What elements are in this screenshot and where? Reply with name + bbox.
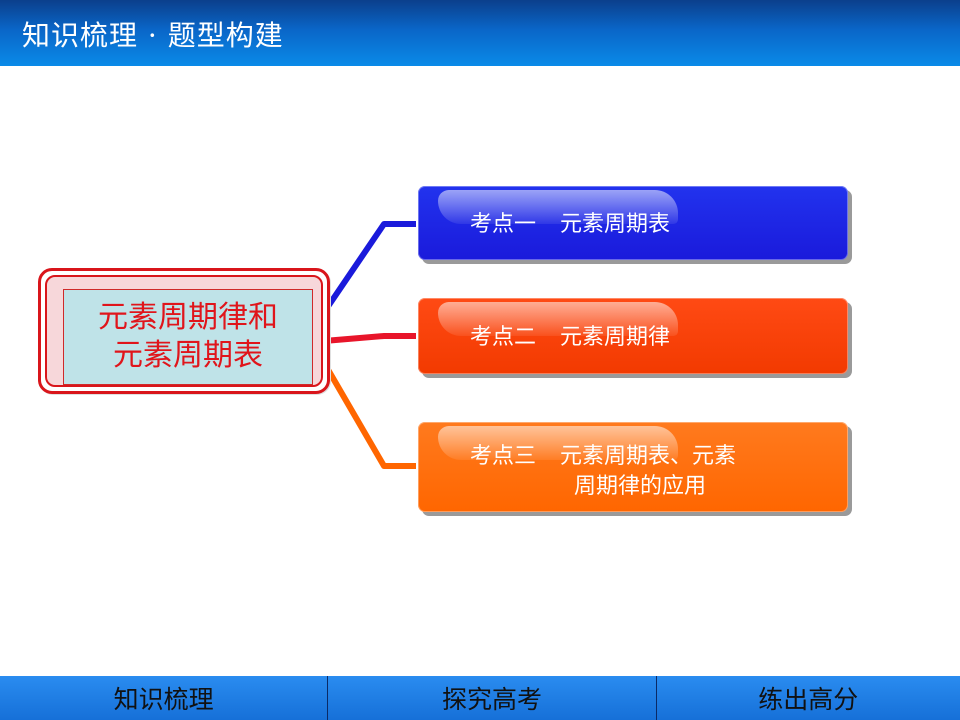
gloss-highlight (438, 426, 678, 460)
central-topic-inner: 元素周期律和 元素周期表 (45, 275, 323, 387)
gloss-highlight (438, 302, 678, 336)
footer-divider (327, 676, 329, 720)
topic-1-text: 元素周期表 (560, 212, 671, 237)
topic-2-number: 考点二 (470, 325, 537, 350)
footer-link-explore[interactable]: 探究高考 (441, 685, 542, 714)
topic-box-3[interactable]: 考点三元素周期表、元素 周期律的应用 (418, 422, 848, 512)
gloss-highlight (438, 190, 678, 224)
footer-link-knowledge[interactable]: 知识梳理 (113, 685, 214, 714)
header-bar: 知识梳理 · 题型构建 (0, 0, 960, 66)
topic-2-label: 考点二元素周期律 (470, 323, 670, 353)
topic-1-number: 考点一 (470, 212, 537, 237)
connector-topic-3 (309, 340, 416, 469)
topic-box-1[interactable]: 考点一元素周期表 (418, 186, 848, 260)
topic-1-label: 考点一元素周期表 (470, 210, 670, 240)
topic-2-text: 元素周期律 (560, 325, 671, 350)
central-topic-box: 元素周期律和 元素周期表 (63, 289, 313, 385)
footer-nav: 知识梳理 探究高考 练出高分 (0, 676, 960, 720)
central-topic-node: 元素周期律和 元素周期表 (38, 268, 330, 394)
topic-box-2[interactable]: 考点二元素周期律 (418, 298, 848, 374)
central-topic-line-2: 元素周期表 (113, 338, 263, 373)
connector-topic-2 (311, 333, 416, 345)
footer-divider (655, 676, 657, 720)
topic-3-number: 考点三 (470, 444, 537, 469)
topic-3-label: 考点三元素周期表、元素 (470, 442, 736, 472)
connector-topic-1 (309, 221, 416, 332)
topic-3-text-line-2: 周期律的应用 (574, 474, 707, 499)
central-topic-line-1: 元素周期律和 (98, 300, 278, 335)
topic-3-text: 元素周期表、元素 (560, 444, 737, 469)
page-title: 知识梳理 · 题型构建 (22, 19, 284, 52)
footer-link-practice[interactable]: 练出高分 (758, 685, 859, 714)
